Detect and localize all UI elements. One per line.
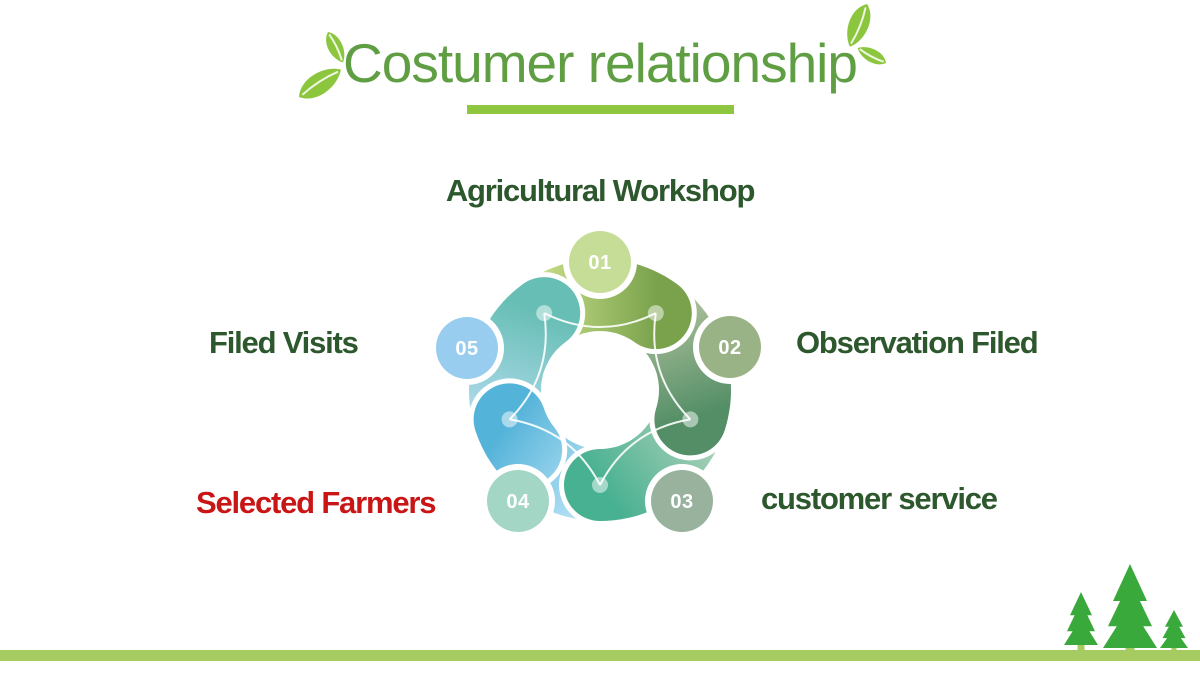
step-number: 04 [506,491,530,513]
step-number: 03 [670,491,693,513]
node-dot [536,305,553,322]
tree-icon [1064,592,1098,654]
node-dot [501,411,518,428]
diagram-label-05: Filed Visits [209,325,359,360]
leaf-icon [326,32,345,63]
step-number: 02 [718,337,741,359]
step-number: 01 [588,252,611,274]
tree-icon [1103,564,1157,654]
step-circle-05: 05 [430,311,504,385]
step-circle-03: 03 [645,464,719,538]
node-dots [501,305,699,493]
node-dot [682,411,699,428]
node-dot [592,477,608,493]
tree-icon [1160,610,1188,654]
leaf-icon [857,47,886,65]
step-number: 05 [455,338,478,360]
step-circle-01: 01 [563,225,637,299]
connector-lines [508,312,692,486]
footer-bar [0,650,1200,661]
leaf-icon [847,4,871,47]
title-underline [467,105,734,114]
node-dot [647,305,664,322]
diagram-label-02: Observation Filed [796,325,1039,360]
leaf-icon [299,68,341,99]
step-circle-02: 02 [693,310,767,384]
diagram-label-03: customer service [761,481,998,516]
step-circle-04: 04 [481,464,555,538]
diagram-label-04: Selected Farmers [196,485,436,520]
page-title: Costumer relationship [343,32,858,94]
diagram-label-01: Agricultural Workshop [445,173,756,208]
